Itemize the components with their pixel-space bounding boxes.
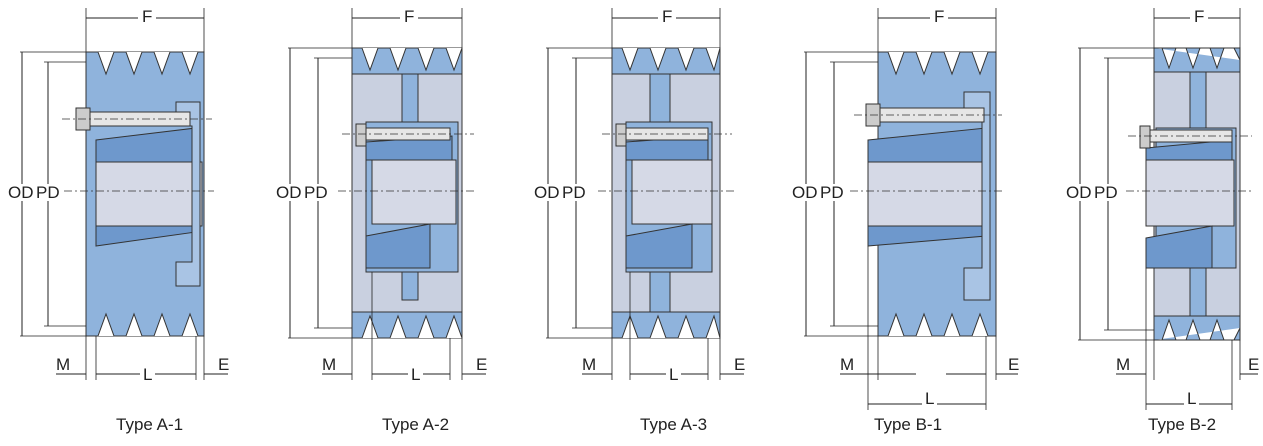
dimension-e-label: E: [1248, 355, 1260, 374]
figure-type-b-2: F OD PD M L E Type B-2: [1052, 0, 1263, 446]
figure-type-a-1: F OD PD M L E Type A-1: [0, 0, 250, 446]
dimension-f-label: F: [400, 8, 419, 25]
figure-type-a-2: F OD PD M L E Type A-2: [262, 0, 512, 446]
dimension-f-label: F: [1190, 8, 1209, 25]
dimension-pd-label: PD: [36, 183, 60, 202]
figure-caption-a2: Type A-2: [382, 415, 450, 434]
dimension-f-label: F: [658, 8, 677, 25]
figure-caption-a3: Type A-3: [640, 415, 708, 434]
dimension-l-label: L: [922, 390, 938, 407]
dimension-pd-label: PD: [562, 183, 586, 202]
dimension-od-label: OD: [792, 183, 818, 202]
dimension-l-label: L: [140, 366, 156, 383]
dimension-e-label: E: [218, 355, 230, 374]
dimension-e-label: E: [734, 355, 746, 374]
dimension-m-label: M: [56, 355, 71, 374]
dimension-od-label: OD: [1066, 183, 1092, 202]
dimension-pd-label: PD: [820, 183, 844, 202]
pulley-drawing-a3: [546, 8, 744, 380]
dimension-od-label: OD: [534, 183, 560, 202]
dimension-e-label: E: [1008, 355, 1020, 374]
dimension-e-label: E: [476, 355, 488, 374]
pulley-drawing-b1: [804, 8, 1018, 410]
dimension-l-label: L: [1184, 390, 1200, 407]
figure-caption-a1: Type A-1: [116, 415, 184, 434]
dimension-od-label: OD: [276, 183, 302, 202]
dimension-pd-label: PD: [1094, 183, 1118, 202]
dimension-m-label: M: [840, 355, 855, 374]
dimension-pd-label: PD: [304, 183, 328, 202]
dimension-od-label: OD: [8, 183, 34, 202]
pulley-drawing-b2: [1078, 8, 1258, 410]
dimension-f-label: F: [930, 8, 949, 25]
dimension-l-label: L: [666, 366, 682, 383]
pulley-drawing-a2: [288, 8, 486, 380]
dimension-l-label: L: [408, 366, 424, 383]
dimension-m-label: M: [322, 355, 337, 374]
dimension-f-label: F: [138, 8, 157, 25]
pulley-drawing-a1: [20, 8, 228, 380]
figure-type-a-3: F OD PD M L E Type A-3: [522, 0, 772, 446]
figure-caption-b2: Type B-2: [1148, 415, 1217, 434]
dimension-m-label: M: [582, 355, 597, 374]
figure-type-b-1: F OD PD M L E Type B-1: [786, 0, 1036, 446]
dimension-m-label: M: [1116, 355, 1131, 374]
figure-caption-b1: Type B-1: [874, 415, 943, 434]
